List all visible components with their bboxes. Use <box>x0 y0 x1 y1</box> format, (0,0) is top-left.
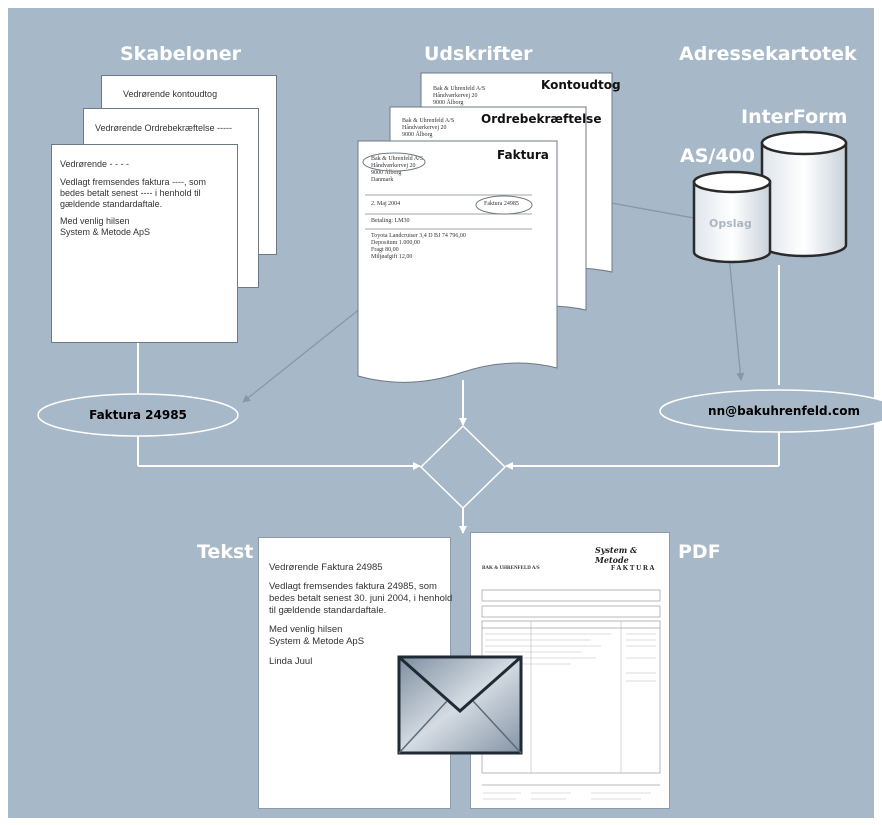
heading-interform: InterForm <box>741 106 848 128</box>
heading-adressekartotek: Adressekartotek <box>679 43 857 65</box>
print-page-faktura <box>357 140 558 383</box>
item-line: Toyota Landcruiser 3,4 D BJ 74 796,00 <box>371 233 466 239</box>
heading-as400: AS/400 <box>680 145 755 167</box>
as400-database-icon <box>692 170 772 264</box>
address-line: Håndværkervej 20 <box>433 93 478 99</box>
faktura-ellipse <box>37 393 239 437</box>
pdf-title: F A K T U R A <box>611 564 655 572</box>
email-ellipse-label: nn@bakuhrenfeld.com <box>708 404 860 418</box>
text-line <box>269 617 452 624</box>
heading-pdf: PDF <box>678 541 721 563</box>
faktura-ellipse-label: Faktura 24985 <box>89 408 187 422</box>
template-ordrebekraeftelse-text: Vedrørende Ordrebekræftelse ----- <box>95 123 233 133</box>
item-line: Miljøafgift 12,00 <box>371 254 413 260</box>
address-line: Danmark <box>371 177 394 183</box>
print-faktura-payment: Betaling: LM30 <box>371 218 410 224</box>
template-faktura-lines: Vedrørende - - - - Vedlagt fremsendes fak… <box>60 159 206 238</box>
text-line: Med venlig hilsen <box>60 216 130 227</box>
print-faktura-title: Faktura <box>497 148 549 162</box>
text-line: Vedrørende Faktura 24985 <box>269 562 383 573</box>
text-line: Vedlagt fremsendes faktura ----, som <box>60 176 207 187</box>
text-line: Med venlig hilsen <box>269 624 343 636</box>
pdf-logo: System & Metode <box>595 545 638 565</box>
heading-udskrifter: Udskrifter <box>424 43 533 65</box>
text-line: gældende standardaftale. <box>60 198 163 209</box>
print-kontoudtog-address: Bak & Uhrenfeld A/S Håndværkervej 20 900… <box>433 86 485 107</box>
merge-diamond <box>419 424 507 510</box>
print-kontoudtog-title: Kontoudtog <box>541 78 621 92</box>
address-line: Håndværkervej 20 <box>402 125 447 131</box>
print-faktura-items: Toyota Landcruiser 3,4 D BJ 74 796,00 De… <box>371 233 466 261</box>
text-line: til gældende standardaftale. <box>269 605 387 617</box>
heading-skabeloner: Skabeloner <box>120 43 241 65</box>
text-line: bedes betalt senest 30. juni 2004, i hen… <box>269 593 453 605</box>
heading-tekst: Tekst <box>197 541 254 563</box>
template-kontoudtog-text: Vedrørende kontoudtog <box>123 89 218 99</box>
print-ordrebekraeftelse-address: Bak & Uhrenfeld A/S Håndværkervej 20 900… <box>402 118 454 139</box>
text-line: Vedrørende - - - - <box>60 159 130 169</box>
opslag-label: Opslag <box>709 217 752 230</box>
text-line: bedes betalt senest ---- i henhold til <box>60 187 201 198</box>
print-ordrebekraeftelse-title: Ordrebekræftelse <box>481 112 602 126</box>
address-line: Bak & Uhrenfeld A/S <box>402 118 455 124</box>
address-highlight-ellipse <box>362 152 426 172</box>
envelope-icon <box>397 655 523 755</box>
email-ellipse <box>659 389 882 433</box>
print-faktura-address: Bak & Uhrenfeld A/S Håndværkervej 20 900… <box>371 156 423 184</box>
invoice-number-highlight-ellipse <box>475 195 533 215</box>
address-line: Bak & Uhrenfeld A/S <box>433 86 486 92</box>
item-line: Fragt 80,00 <box>371 247 399 253</box>
print-faktura-date: 2. Maj 2004 <box>371 201 401 207</box>
address-line: 9000 Ålborg <box>402 132 433 138</box>
address-line: 9000 Ålborg <box>371 170 402 176</box>
interform-database-icon <box>760 130 848 258</box>
text-line: Vedlagt fremsendes faktura 24985, som <box>269 581 437 593</box>
print-faktura-invoice-no: Faktura 24985 <box>484 201 519 207</box>
address-line: Bak & Uhrenfeld A/S <box>371 156 424 162</box>
text-line: Linda Juul <box>269 655 313 667</box>
text-line: System & Metode ApS <box>60 227 151 238</box>
pdf-form-lines <box>481 589 661 800</box>
pdf-company: BAK & UHRENFELD A/S <box>482 566 540 571</box>
address-line: 9000 Ålborg <box>433 100 464 106</box>
template-page-faktura: Vedrørende - - - - Vedlagt fremsendes fak… <box>51 144 238 343</box>
address-line: Håndværkervej 20 <box>371 163 416 169</box>
text-line: System & Metode ApS <box>269 636 365 648</box>
item-line: Depositum 1.000,00 <box>371 240 420 246</box>
text-line <box>269 574 452 581</box>
